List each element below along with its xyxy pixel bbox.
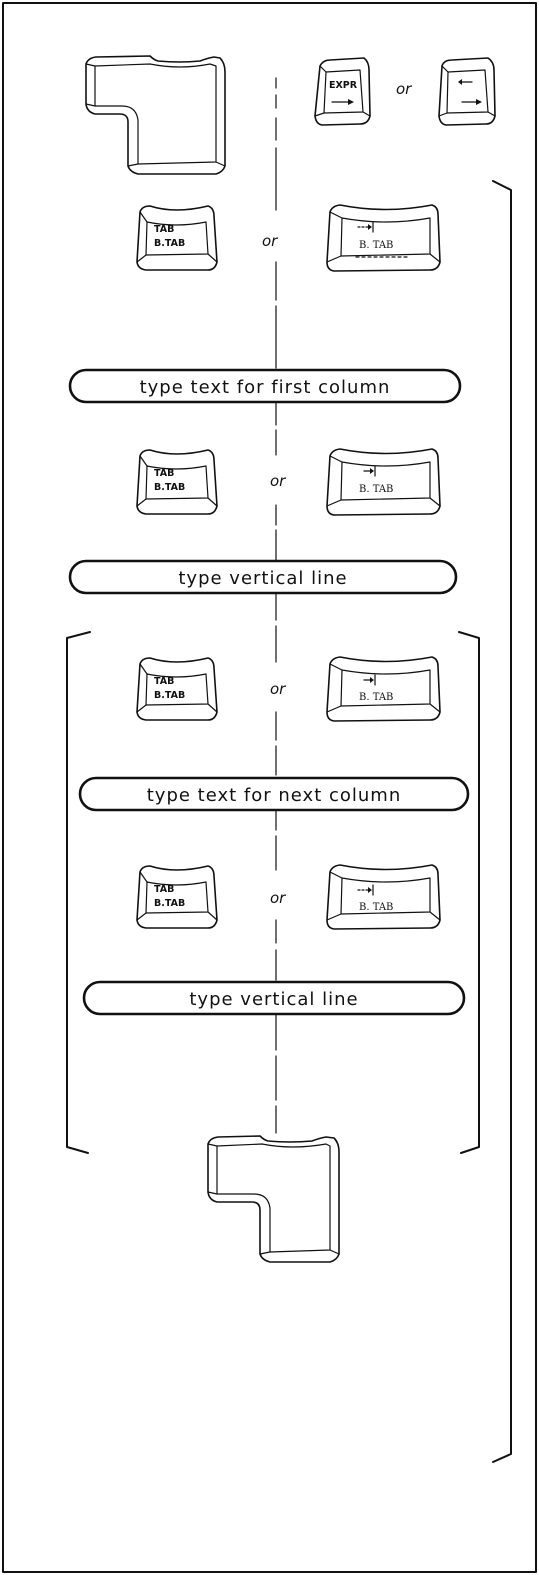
arrow-keys-key — [438, 57, 496, 126]
outer-repeat-bracket — [492, 180, 512, 1463]
inner-repeat-bracket-right — [458, 631, 480, 1154]
alt-tab-key-label: B. TAB — [359, 902, 393, 913]
tab-key-2: TAB B.TAB — [136, 449, 218, 515]
btab-key-label: B.TAB — [154, 238, 185, 249]
end-connector-key — [207, 1135, 340, 1263]
alt-tab-key-label: B. TAB — [359, 484, 393, 495]
step-first-column: type text for first column — [68, 368, 462, 404]
tab-key-label: TAB — [154, 884, 174, 895]
step-next-column: type text for next column — [78, 776, 470, 812]
step-vertical-line-label: type vertical line — [189, 989, 358, 1010]
alt-tab-key-4: B. TAB — [326, 864, 441, 930]
expr-key-label: EXPR — [329, 80, 358, 91]
tab-key-1: TAB B.TAB — [136, 205, 218, 271]
step-first-column-label: type text for first column — [140, 377, 391, 398]
or-label: or — [270, 889, 286, 907]
btab-key-label: B.TAB — [154, 898, 185, 909]
start-connector-key — [85, 55, 226, 175]
alt-tab-key-2: B. TAB — [326, 448, 441, 516]
tab-key-label: TAB — [154, 224, 174, 235]
alt-tab-key-label: B. TAB — [359, 692, 393, 703]
or-label: or — [262, 232, 278, 250]
inner-repeat-bracket-left — [66, 631, 91, 1154]
btab-key-label: B.TAB — [154, 482, 185, 493]
alt-tab-key-3: B. TAB — [326, 656, 441, 722]
step-vertical-line-label: type vertical line — [178, 568, 347, 589]
tab-key-label: TAB — [154, 676, 174, 687]
tab-key-label: TAB — [154, 468, 174, 479]
tab-key-3: TAB B.TAB — [136, 657, 218, 721]
alt-tab-key-1: B. TAB — [326, 204, 441, 272]
step-vertical-line-1: type vertical line — [68, 559, 458, 595]
expr-key: EXPR — [314, 57, 371, 126]
step-next-column-label: type text for next column — [147, 785, 402, 806]
alt-tab-key-label: B. TAB — [359, 240, 393, 251]
arrow-left-icon — [458, 79, 462, 85]
or-label: or — [270, 680, 286, 698]
or-label: or — [396, 80, 412, 98]
arrow-right-icon — [476, 99, 482, 105]
or-label: or — [270, 472, 286, 490]
btab-key-label: B.TAB — [154, 690, 185, 701]
tab-key-4: TAB B.TAB — [136, 865, 218, 929]
step-vertical-line-2: type vertical line — [82, 980, 466, 1016]
